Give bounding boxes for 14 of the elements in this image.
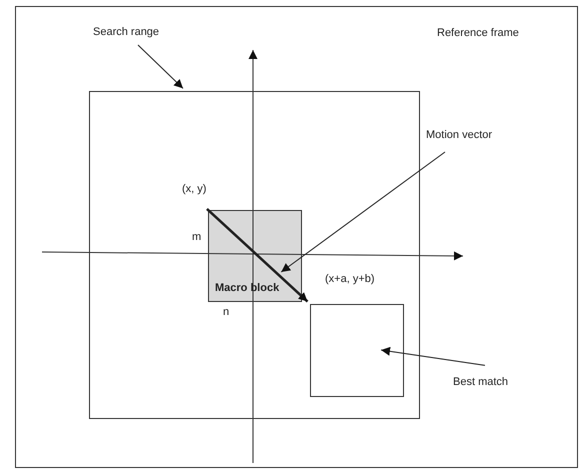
search-range-box [89,91,420,419]
callout-label: Motion vector [426,129,492,141]
coordinate-label: m [192,231,202,243]
best-match-box [310,304,404,397]
coordinate-label: (x+a, y+b) [325,273,375,285]
callout-label: Best match [453,376,508,388]
reference-frame [15,6,578,468]
leader-line [280,152,446,273]
coordinate-label: (x, y) [182,183,206,195]
callout-label: Search range [93,26,160,38]
coordinate-label: n [223,306,230,318]
frame-title: Reference frame [437,27,519,39]
leader-line [138,44,184,89]
leader-line [380,346,486,366]
